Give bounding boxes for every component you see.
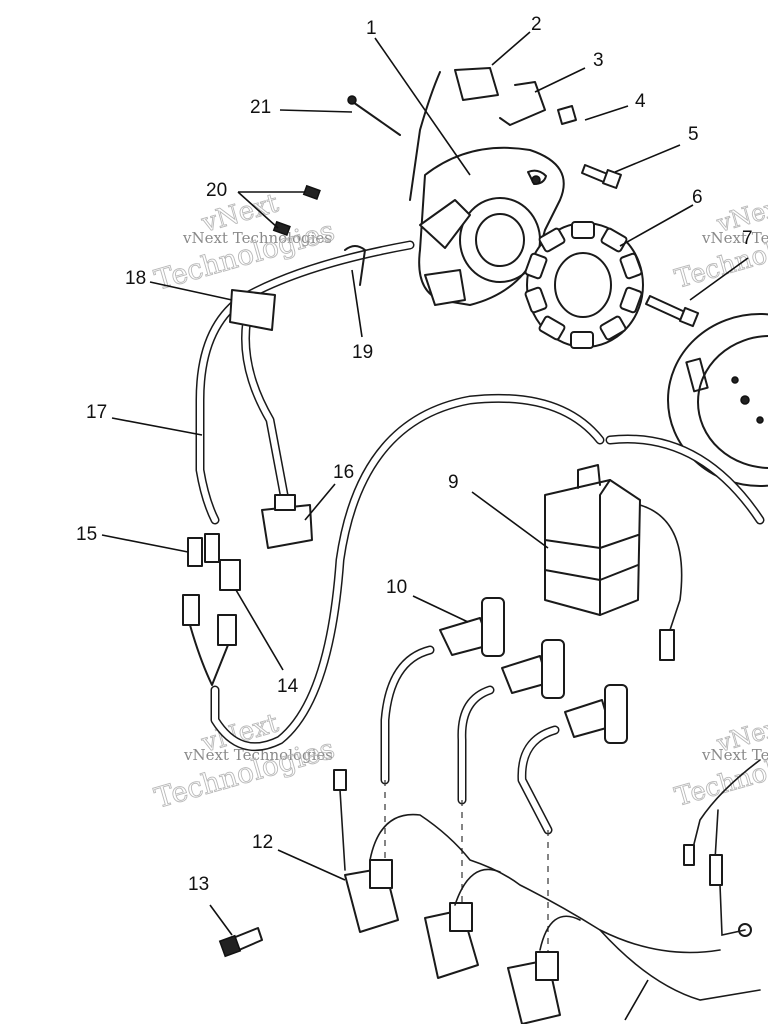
leader-lines (101, 31, 749, 1021)
watermark-brand-full: vNext Technologies (182, 229, 332, 247)
connector-15 (187, 533, 220, 567)
callout-4: 4 (635, 91, 646, 112)
callout-labels: 1 2 3 4 5 6 7 9 10 12 13 14 15 16 17 18 … (76, 14, 753, 895)
spark-plug-caps (439, 597, 628, 744)
callout-3: 3 (593, 50, 604, 71)
cable-tie (347, 95, 401, 136)
connector-16 (261, 494, 313, 549)
bolt-13 (218, 927, 263, 958)
callout-9: 9 (448, 472, 459, 493)
wire-harness (195, 240, 415, 525)
screw-4 (557, 105, 577, 125)
callout-16: 16 (333, 462, 354, 483)
callout-14: 14 (277, 676, 299, 697)
callout-1: 1 (366, 18, 377, 39)
stator-coil (524, 221, 644, 349)
callout-19: 19 (352, 342, 373, 363)
callout-6: 6 (692, 187, 703, 208)
pickup-coil (409, 67, 499, 201)
callout-21: 21 (250, 97, 271, 118)
connector-14 (182, 559, 241, 686)
ignition-coils (333, 769, 561, 1024)
callout-20: 20 (206, 180, 227, 201)
callout-15: 15 (76, 524, 97, 545)
watermark-brand-short-right: vNext Tec (701, 229, 768, 247)
cdi-box (544, 464, 683, 661)
screw-7 (645, 295, 700, 328)
callout-18: 18 (125, 268, 146, 289)
callout-17: 17 (86, 402, 107, 423)
flywheel (667, 313, 768, 487)
callout-2: 2 (531, 14, 542, 35)
small-connectors (272, 184, 321, 237)
low-tension-harness (369, 759, 761, 1001)
screw-5 (581, 164, 622, 189)
watermark-brand-short-lower-right: vNext Tec (701, 746, 768, 764)
hv-wires (380, 645, 560, 960)
long-lead (210, 393, 765, 752)
callout-12: 12 (252, 832, 273, 853)
callout-10: 10 (386, 577, 407, 598)
watermark-brand-full-lower: vNext Technologies (183, 746, 333, 764)
bracket (499, 81, 546, 126)
callout-13: 13 (188, 874, 209, 895)
callout-5: 5 (688, 124, 699, 145)
callout-7: 7 (742, 228, 753, 249)
